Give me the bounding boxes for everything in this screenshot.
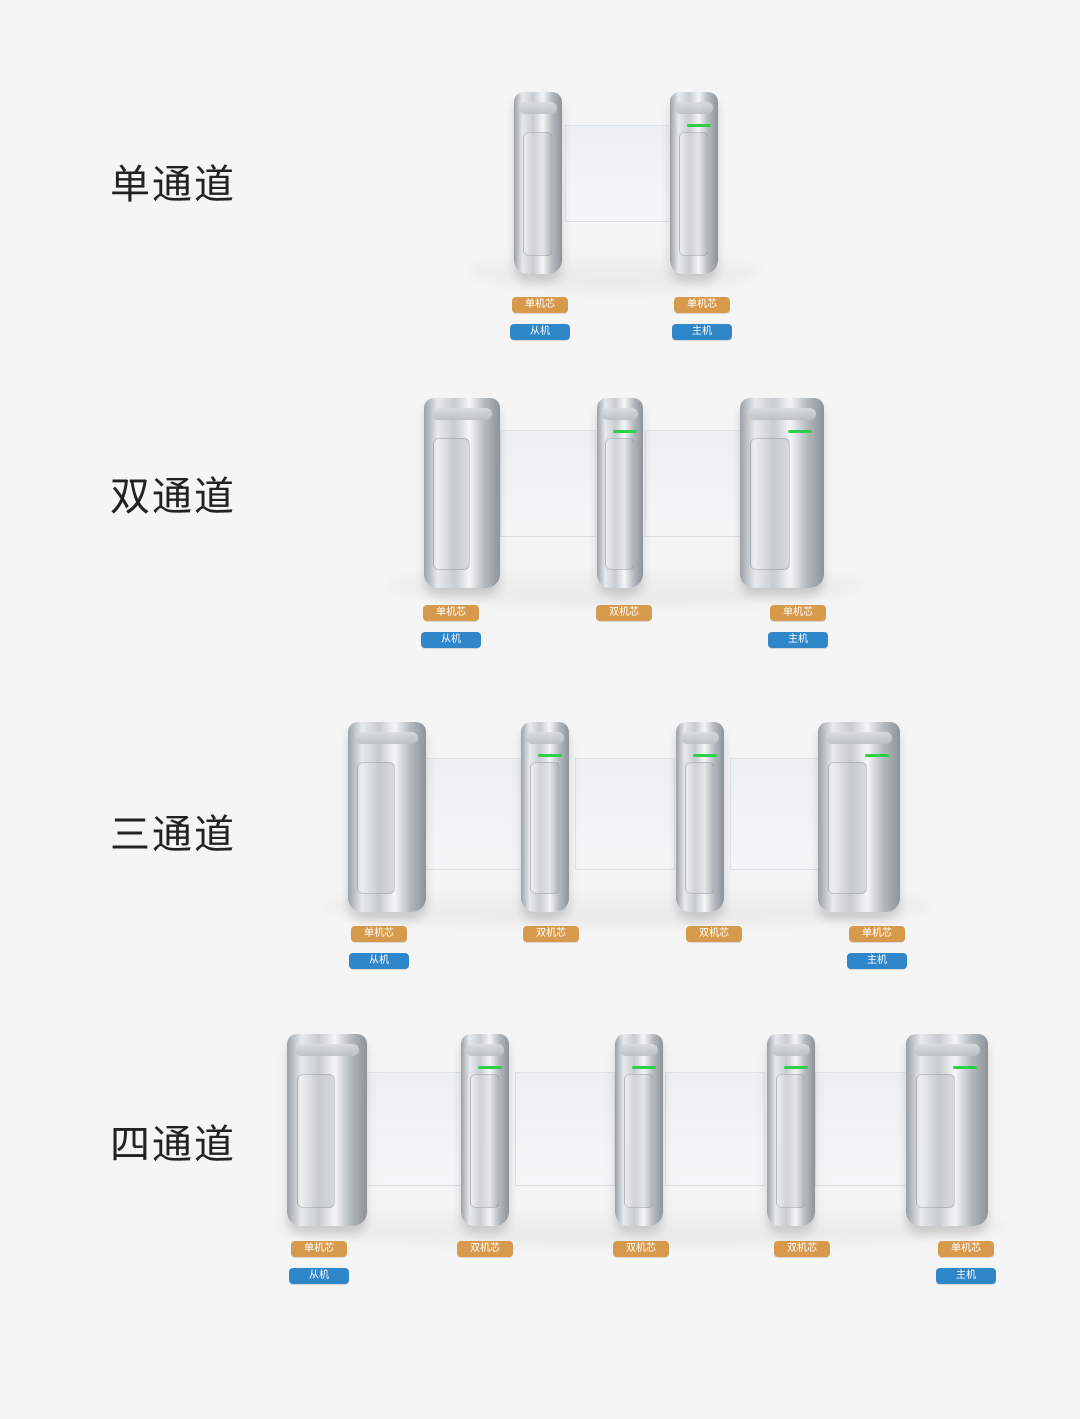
cabinet-recess <box>678 132 710 256</box>
cabinet-recess <box>915 1074 956 1208</box>
gate-cabinet-right <box>818 722 900 912</box>
status-led <box>784 1066 809 1069</box>
cabinet-recess <box>529 762 561 894</box>
role-tag: 从机 <box>349 953 409 969</box>
quad-channel-row: 四通道 单机芯 从机 双机芯 双机芯 双机芯 单机芯 主机 <box>0 1000 1080 1419</box>
chip-tag: 双机芯 <box>774 1241 830 1257</box>
triple-channel-row: 三通道 单机芯 从机 双机芯 双机芯 单机芯 主机 <box>0 680 1080 1000</box>
gate-cabinet-middle <box>461 1034 509 1226</box>
chip-tag: 双机芯 <box>596 605 652 621</box>
status-led <box>538 754 563 757</box>
chip-tag: 单机芯 <box>351 926 407 942</box>
status-led <box>478 1066 503 1069</box>
chip-tag: 双机芯 <box>523 926 579 942</box>
cabinet-recess <box>775 1074 807 1208</box>
gate-cabinet-left <box>287 1034 367 1226</box>
glass-panel <box>365 1072 462 1186</box>
glass-panel <box>425 758 522 870</box>
gate-cabinet-left <box>424 398 500 588</box>
role-tag: 主机 <box>847 953 907 969</box>
status-led <box>788 430 813 433</box>
single-channel-row: 单通道 单机芯 从机 单机芯 主机 <box>0 0 1080 360</box>
role-tag: 主机 <box>672 324 732 340</box>
glass-panel <box>730 758 822 870</box>
gate-cabinet-middle <box>676 722 724 912</box>
row-title: 四通道 <box>110 1122 236 1168</box>
row-title: 双通道 <box>110 474 236 520</box>
gate-cabinet-right <box>906 1034 988 1226</box>
role-tag: 从机 <box>289 1268 349 1284</box>
glass-panel <box>565 125 677 222</box>
chip-tag: 双机芯 <box>613 1241 669 1257</box>
status-led <box>693 754 718 757</box>
glass-panel <box>645 430 741 537</box>
cabinet-recess <box>623 1074 655 1208</box>
cabinet-recess <box>522 132 554 256</box>
glass-panel <box>575 758 675 870</box>
gate-cabinet-left <box>348 722 426 912</box>
glass-panel <box>500 430 596 537</box>
glass-panel <box>665 1072 765 1186</box>
gate-cabinet-middle <box>615 1034 663 1226</box>
gate-cabinet-right <box>670 92 718 274</box>
status-led <box>632 1066 657 1069</box>
chip-tag: 单机芯 <box>674 297 730 313</box>
role-tag: 主机 <box>936 1268 996 1284</box>
cabinet-recess <box>750 438 791 570</box>
chip-tag: 单机芯 <box>770 605 826 621</box>
glass-panel <box>815 1072 909 1186</box>
role-tag: 主机 <box>768 632 828 648</box>
status-led <box>952 1066 977 1069</box>
chip-tag: 单机芯 <box>938 1241 994 1257</box>
gate-cabinet-middle <box>521 722 569 912</box>
chip-tag: 单机芯 <box>849 926 905 942</box>
cabinet-recess <box>296 1074 335 1208</box>
cabinet-recess <box>433 438 470 570</box>
chip-tag: 单机芯 <box>423 605 479 621</box>
cabinet-recess <box>357 762 395 894</box>
row-title: 三通道 <box>110 812 236 858</box>
chip-tag: 单机芯 <box>512 297 568 313</box>
glass-panel <box>515 1072 615 1186</box>
cabinet-recess <box>684 762 716 894</box>
cabinet-recess <box>469 1074 501 1208</box>
role-tag: 从机 <box>510 324 570 340</box>
gate-cabinet-middle <box>597 398 643 588</box>
gate-cabinet-middle <box>767 1034 815 1226</box>
chip-tag: 单机芯 <box>291 1241 347 1257</box>
status-led <box>687 124 712 127</box>
row-title: 单通道 <box>110 162 236 208</box>
cabinet-recess <box>605 438 635 570</box>
status-led <box>612 430 637 433</box>
double-channel-row: 双通道 单机芯 从机 双机芯 单机芯 主机 <box>0 360 1080 680</box>
chip-tag: 双机芯 <box>457 1241 513 1257</box>
gate-cabinet-right <box>740 398 824 588</box>
status-led <box>864 754 889 757</box>
role-tag: 从机 <box>421 632 481 648</box>
gate-cabinet-left <box>514 92 562 274</box>
cabinet-recess <box>827 762 868 894</box>
chip-tag: 双机芯 <box>686 926 742 942</box>
